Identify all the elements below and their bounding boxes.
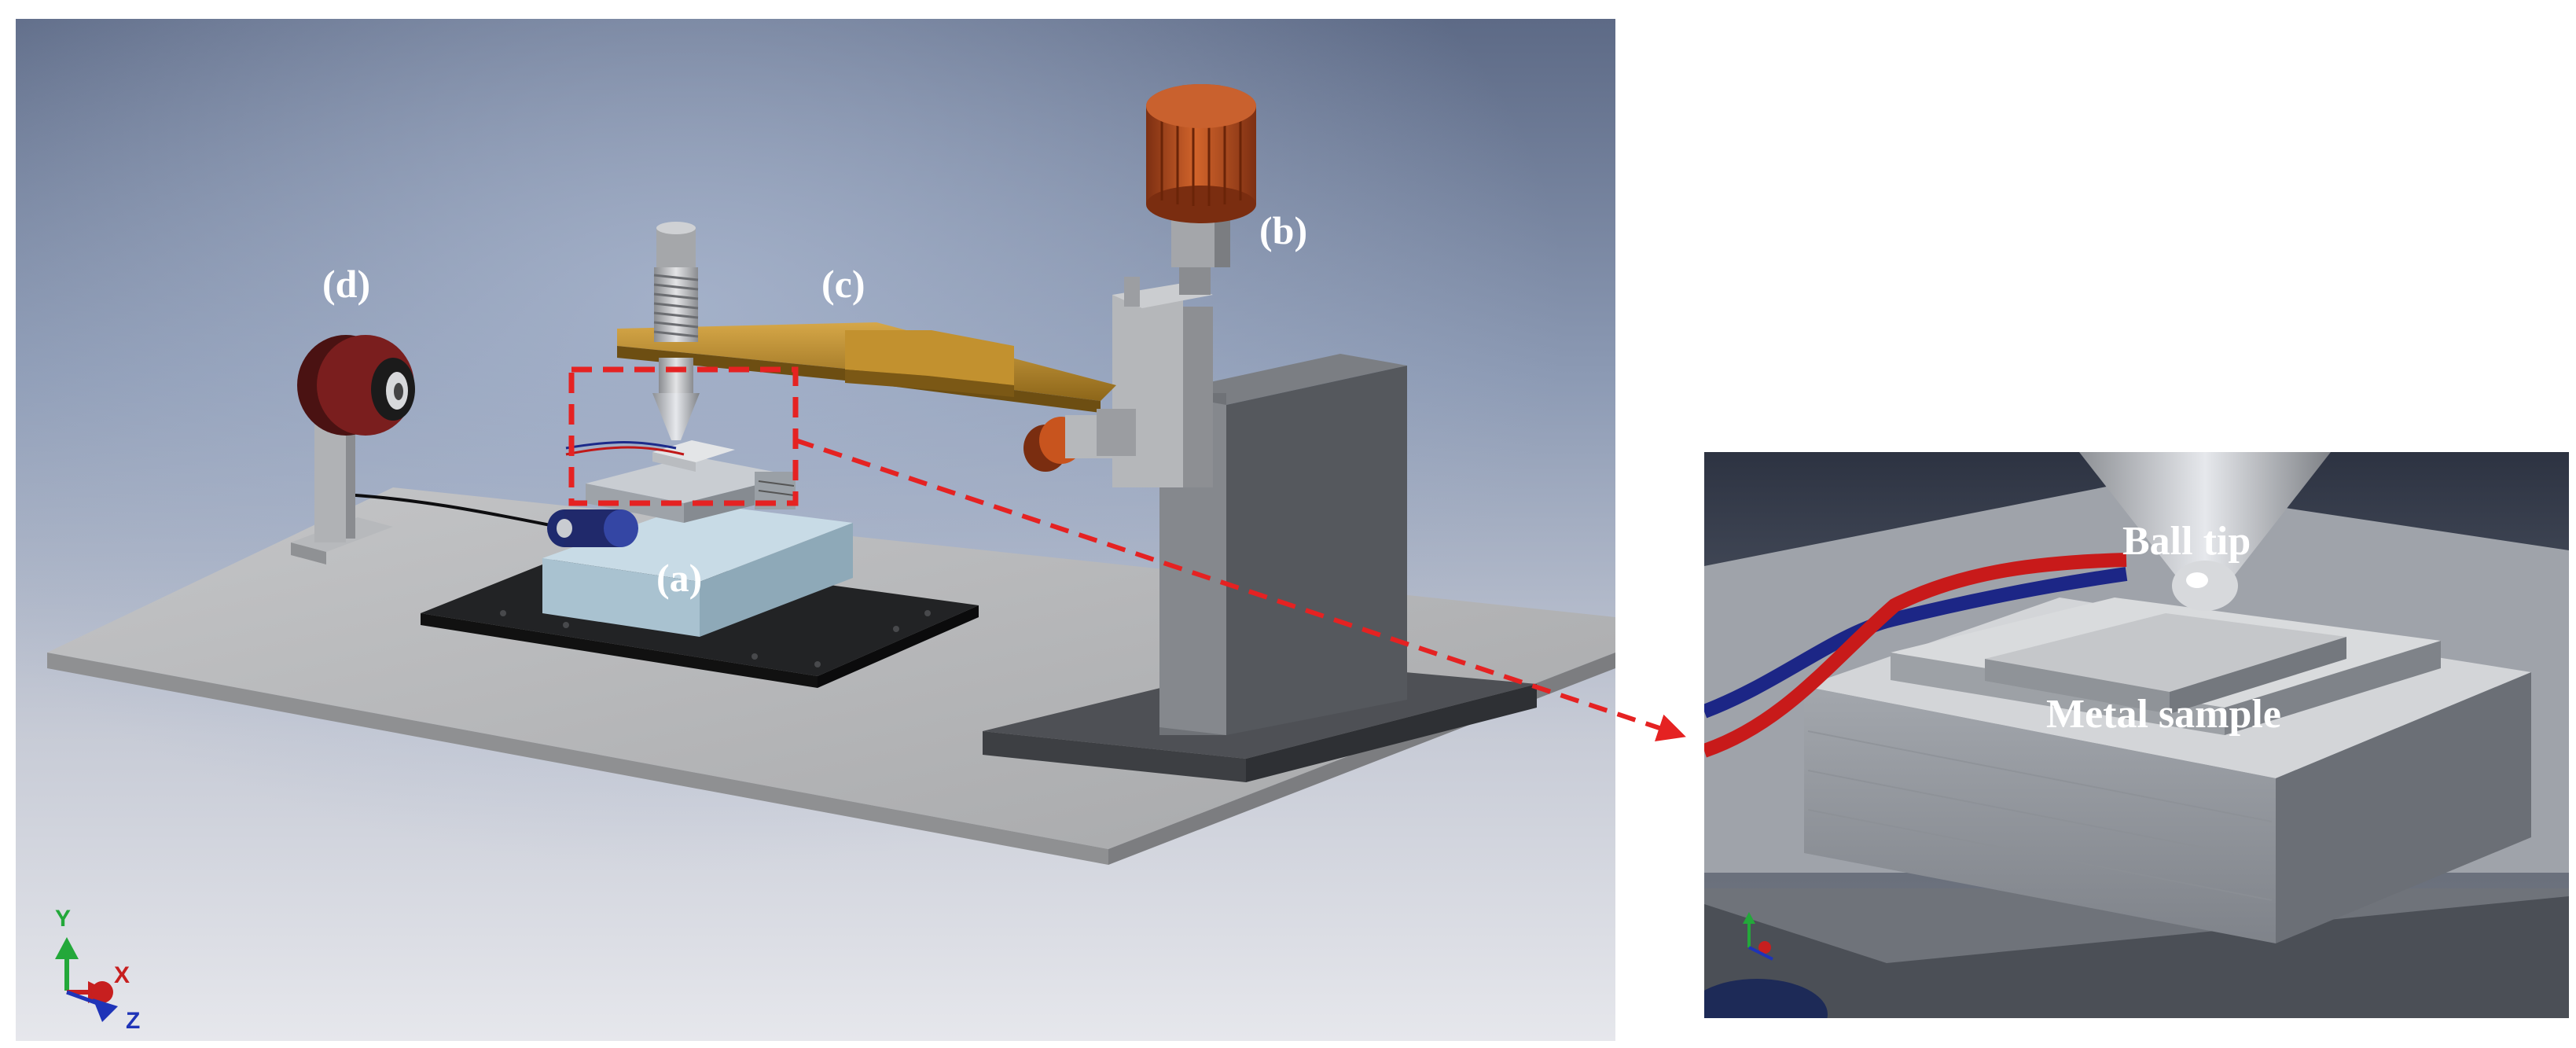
wires xyxy=(328,441,685,527)
axis-y-label: Y xyxy=(55,906,71,932)
highlight-box xyxy=(568,366,799,506)
zoom-arrow xyxy=(795,438,1686,741)
label-b: (b) xyxy=(1259,208,1307,252)
axis-triad-detail xyxy=(1743,912,1773,961)
main-view: (d) (c) (b) (a) Y X Z xyxy=(16,19,1615,1041)
motor xyxy=(547,509,638,547)
axis-z-label: Z xyxy=(126,1008,140,1034)
stage-block-a xyxy=(542,440,853,637)
axis-triad-main: Y X Z xyxy=(55,906,140,1034)
spool-d xyxy=(291,335,415,564)
label-a: (a) xyxy=(656,556,702,600)
detail-view: Ball tip Metal sample xyxy=(1704,452,2569,1018)
ball-tip-label: Ball tip xyxy=(2122,519,2251,564)
arm-c xyxy=(617,222,1136,472)
axis-x-label: X xyxy=(114,962,130,988)
label-d: (d) xyxy=(322,262,370,306)
tower-b xyxy=(983,84,1537,782)
label-c: (c) xyxy=(821,262,865,306)
metal-sample-label: Metal sample xyxy=(2046,692,2281,737)
